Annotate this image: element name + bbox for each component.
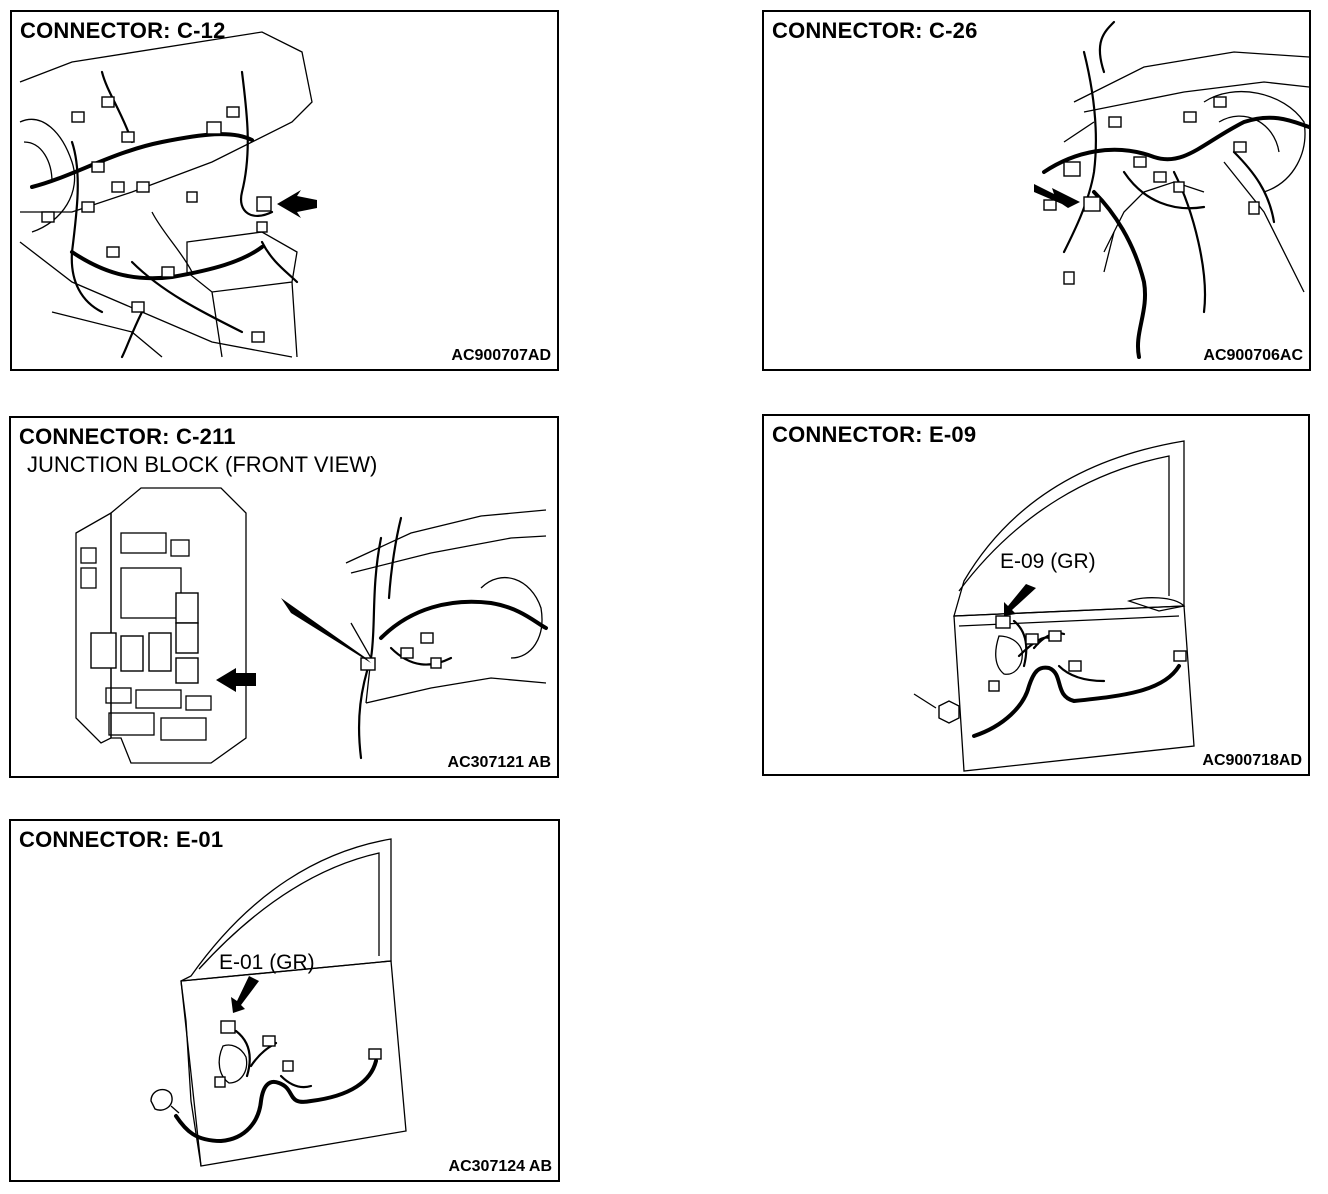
arrow-icon xyxy=(1034,184,1080,208)
panel-subtitle: JUNCTION BLOCK (FRONT VIEW) xyxy=(27,452,378,477)
panel-connector-e01: CONNECTOR: E-01 E-01 (GR) AC307124 AB xyxy=(9,819,560,1182)
drawing-code: AC900706AC xyxy=(1203,347,1303,364)
arrow-icon xyxy=(1004,584,1036,616)
panel-title: CONNECTOR: E-01 xyxy=(19,827,224,852)
drawing-code: AC900707AD xyxy=(451,347,551,364)
arrow-icon xyxy=(216,668,256,692)
junction-block-illustration xyxy=(75,487,548,764)
drawing-code: AC307124 AB xyxy=(448,1158,552,1175)
panel-title: CONNECTOR: E-09 xyxy=(772,422,977,447)
panel-connector-c26: CONNECTOR: C-26 AC900706AC xyxy=(762,10,1311,371)
door-wiring-illustration xyxy=(913,440,1195,772)
drawing-code: AC900718AD xyxy=(1202,752,1302,769)
connector-callout-label: E-01 (GR) xyxy=(219,951,315,974)
panel-connector-c211: CONNECTOR: C-211 JUNCTION BLOCK (FRONT V… xyxy=(9,416,559,778)
panel-title: CONNECTOR: C-12 xyxy=(20,18,226,43)
panel-title: CONNECTOR: C-26 xyxy=(772,18,978,43)
dashboard-wiring-illustration xyxy=(1034,20,1309,359)
connector-callout-label: E-09 (GR) xyxy=(1000,550,1096,573)
panel-connector-c12: CONNECTOR: C-12 AC9007 xyxy=(10,10,559,371)
leader-wedge-icon xyxy=(281,598,371,663)
panel-title: CONNECTOR: C-211 xyxy=(19,424,236,449)
drawing-code: AC307121 AB xyxy=(447,754,551,771)
panel-connector-e09: CONNECTOR: E-09 E-09 (GR) AC900718AD xyxy=(762,414,1310,776)
arrow-icon xyxy=(231,976,259,1013)
arrow-icon xyxy=(277,190,317,218)
dashboard-wiring-illustration xyxy=(19,31,317,359)
door-wiring-illustration xyxy=(150,838,407,1167)
